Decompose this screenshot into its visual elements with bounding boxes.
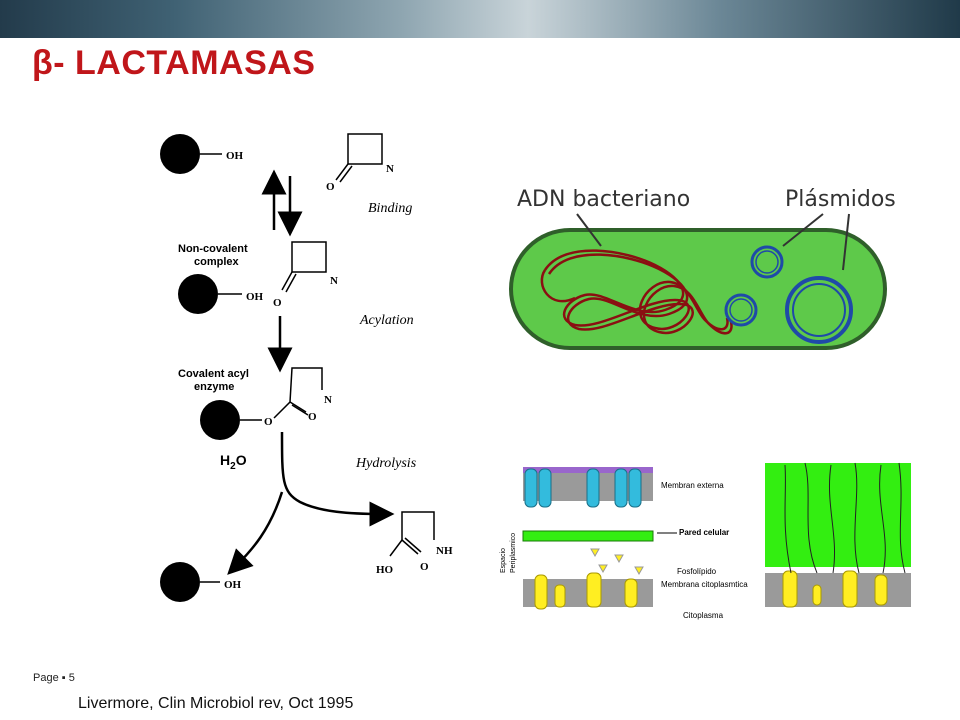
citation: Livermore, Clin Microbiol rev, Oct 1995 xyxy=(78,695,354,712)
periplasm-proteins xyxy=(590,548,644,576)
label-cell-wall: Pared celular xyxy=(679,528,729,537)
gram-positive-wall-right xyxy=(765,462,911,608)
slide-title: β- LACTAMASAS xyxy=(32,44,316,82)
oxygen-label-2: O xyxy=(273,297,282,309)
hydroxyl-label-4: OH xyxy=(224,579,242,591)
peptidoglycan-layer-left xyxy=(522,530,654,542)
inner-membrane-left xyxy=(523,572,653,610)
hydroxyl-label-1: OH xyxy=(226,150,244,162)
page-indicator: Page ▪ 5 xyxy=(33,672,75,684)
nh-label: NH xyxy=(436,545,453,557)
label-cytoplasmic-membrane: Membrana citoplasmtica xyxy=(661,580,748,589)
beta-lactam-ring-1 xyxy=(335,133,383,183)
plasmids-label: Plásmidos xyxy=(785,187,895,212)
complex-label-line1: Non-covalent xyxy=(178,243,248,255)
oxygen-label-1: O xyxy=(326,181,335,193)
page-bullet: ▪ xyxy=(61,672,66,684)
oxygen-label-4: O xyxy=(308,411,317,423)
step-acylation: Acylation xyxy=(359,313,414,328)
beta-lactam-ring-2 xyxy=(281,241,327,293)
water-label: H2O xyxy=(220,452,247,472)
hydroxyl-label-2: OH xyxy=(246,291,264,303)
nitrogen-label-1: N xyxy=(386,163,394,175)
acyl-enzyme-label-line1: Covalent acyl xyxy=(178,368,249,380)
step-hydrolysis: Hydrolysis xyxy=(355,456,417,471)
outer-membrane-left xyxy=(523,467,653,508)
label-outer-membrane: Membran externa xyxy=(661,481,724,490)
complex-label-line2: complex xyxy=(194,256,240,268)
nitrogen-label-3: N xyxy=(324,394,332,406)
beta-lactamase-mechanism-diagram: OH N O Binding Non-covalent complex OH N… xyxy=(160,133,453,602)
acyl-enzyme-label-line2: enzyme xyxy=(194,381,234,393)
step-binding: Binding xyxy=(368,201,412,216)
dna-label: ADN bacteriano xyxy=(517,187,690,212)
bacterium-diagram: ADN bacteriano Plásmidos xyxy=(509,187,895,350)
ho-label: HO xyxy=(376,564,394,576)
page-number: 5 xyxy=(68,672,75,684)
label-cytoplasm: Citoplasma xyxy=(683,611,724,620)
enzyme-ball-2 xyxy=(178,274,218,314)
plasmids xyxy=(724,245,853,344)
periplasm-label-line2: Periplasmico xyxy=(510,533,517,573)
bacterial-dna xyxy=(540,249,733,335)
top-banner xyxy=(0,0,960,38)
periplasm-label-line1: Espacio xyxy=(500,548,507,573)
label-phospholipid: Fosfolípido xyxy=(677,567,717,576)
page-label: Page xyxy=(33,672,59,684)
oxygen-label-3: O xyxy=(264,416,273,428)
acyl-intermediate-structure xyxy=(273,367,323,419)
enzyme-ball-1 xyxy=(160,134,200,174)
oxygen-label-5: O xyxy=(420,561,429,573)
cell-envelope-diagram: Membran externa Pared celular Fosfolípid… xyxy=(500,462,911,620)
nitrogen-label-2: N xyxy=(330,275,338,287)
enzyme-ball-3 xyxy=(200,400,240,440)
enzyme-ball-4 xyxy=(160,562,200,602)
bacterial-cell xyxy=(509,228,887,350)
hydrolysed-product-structure xyxy=(389,511,435,557)
